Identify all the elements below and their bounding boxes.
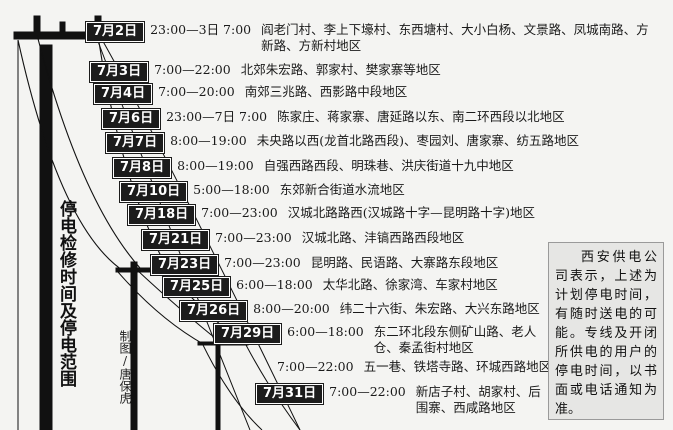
area-text: 五一巷、铁塔寺路、环城西路地区 — [363, 359, 552, 374]
time-range: 7:00—22:00 — [329, 384, 406, 399]
schedule-row: 7月31日 7:00—22:00 新店子村、胡家村、后围寨、西咸路地区 — [256, 384, 546, 416]
time-range: 7:00—22:00 — [154, 62, 231, 77]
area-text: 昆明路、民语路、大寨路东段地区 — [310, 255, 499, 270]
date-badge: 7月3日 — [90, 62, 149, 82]
time-range: 7:00—22:00 — [277, 359, 354, 374]
time-range: 5:00—18:00 — [193, 182, 270, 197]
date-badge: 7月8日 — [113, 158, 172, 178]
date-badge: 7月23日 — [151, 255, 219, 275]
date-badge: 7月26日 — [180, 301, 248, 321]
credit: 制图/唐保虎 — [118, 330, 132, 404]
time-range: 7:00—23:00 — [224, 255, 301, 270]
main-pole — [39, 44, 53, 430]
time-range: 6:00—18:00 — [287, 324, 364, 339]
schedule-row: 7月10日 5:00—18:00 东郊新合街道水流地区 — [120, 182, 405, 202]
date-badge: 7月18日 — [128, 205, 196, 225]
date-badge: 7月21日 — [142, 230, 210, 250]
time-range: 8:00—19:00 — [170, 133, 247, 148]
schedule-row: 7月23日 7:00—23:00 昆明路、民语路、大寨路东段地区 — [151, 255, 498, 275]
second-pole — [130, 261, 138, 430]
area-text: 未央路以西(龙首北路西段)、枣园刘、唐家寨、纺五路地区 — [256, 133, 579, 148]
schedule-row: 7月6日 23:00—7日 7:00 陈家庄、蒋家寨、唐延路以东、南二环西段以北… — [102, 109, 565, 129]
time-range: 6:00—18:00 — [236, 277, 313, 292]
date-badge: 7月6日 — [102, 109, 161, 129]
time-range: 23:00—3日 7:00 — [150, 22, 252, 37]
page-title: 停电检修时间及停电范围 — [56, 200, 76, 387]
schedule-row: 7月7日 8:00—19:00 未央路以西(龙首北路西段)、枣园刘、唐家寨、纺五… — [106, 133, 579, 153]
area-text: 东二环北段东侧矿山路、老人仓、秦孟街村地区 — [373, 324, 537, 355]
area-text: 新店子村、胡家村、后围寨、西咸路地区 — [415, 384, 541, 415]
area-text: 汉城北路路西(汉城路十字—昆明路十字)地区 — [287, 205, 535, 220]
area-text: 阎老门村、李上下壕村、东西塘村、大小白杨、文景路、凤城南路、方新路、方新村地区 — [261, 22, 649, 53]
date-badge: 7月29日 — [214, 324, 282, 344]
area-text: 太华北路、徐家湾、车家村地区 — [322, 277, 498, 292]
time-range: 7:00—20:00 — [158, 84, 235, 99]
date-badge: 7月2日 — [86, 22, 145, 42]
area-text: 东郊新合街道水流地区 — [279, 182, 405, 197]
time-range: 7:00—23:00 — [201, 205, 278, 220]
time-range: 7:00—23:00 — [215, 230, 292, 245]
date-badge: 7月7日 — [106, 133, 165, 153]
schedule-row: 7月4日 7:00—20:00 南郊三兆路、西影路中段地区 — [94, 84, 407, 104]
schedule-row: 7月26日 8:00—20:00 纬二十六街、朱宏路、大兴东路地区 — [180, 301, 540, 321]
date-badge: 7月10日 — [120, 182, 188, 202]
time-range: 8:00—20:00 — [253, 301, 330, 316]
schedule-row: 7月18日 7:00—23:00 汉城北路路西(汉城路十字—昆明路十字)地区 — [128, 205, 535, 225]
schedule-row: 7:00—22:00 五一巷、铁塔寺路、环城西路地区 — [277, 359, 551, 375]
schedule-row: 7月25日 6:00—18:00 太华北路、徐家湾、车家村地区 — [163, 277, 498, 297]
time-range: 23:00—7日 7:00 — [166, 109, 268, 124]
area-text: 陈家庄、蒋家寨、唐延路以东、南二环西段以北地区 — [277, 109, 565, 124]
time-range: 8:00—19:00 — [177, 158, 254, 173]
schedule-row: 7月29日 6:00—18:00 东二环北段东侧矿山路、老人仓、秦孟街村地区 — [214, 324, 544, 356]
notice-box: 西安供电公司表示，上述为计划停电时间，有随时送电的可能。专线及开闭所供电的用户的… — [548, 242, 664, 420]
area-text: 南郊三兆路、西影路中段地区 — [244, 84, 408, 99]
area-text: 自强西路西段、明珠巷、洪庆街道十九中地区 — [263, 158, 514, 173]
date-badge: 7月31日 — [256, 384, 324, 404]
schedule-row: 7月3日 7:00—22:00 北郊朱宏路、郭家村、樊家寨等地区 — [90, 62, 441, 82]
area-text: 纬二十六街、朱宏路、大兴东路地区 — [339, 301, 540, 316]
schedule-row: 7月8日 8:00—19:00 自强西路西段、明珠巷、洪庆街道十九中地区 — [113, 158, 514, 178]
date-badge: 7月25日 — [163, 277, 231, 297]
date-badge: 7月4日 — [94, 84, 153, 104]
area-text: 北郊朱宏路、郭家村、樊家寨等地区 — [240, 62, 441, 77]
area-text: 汉城北路、沣镐西路西段地区 — [301, 230, 465, 245]
schedule-row: 7月21日 7:00—23:00 汉城北路、沣镐西路西段地区 — [142, 230, 464, 250]
schedule-row: 7月2日 23:00—3日 7:00 阎老门村、李上下壕村、东西塘村、大小白杨、… — [86, 22, 656, 54]
